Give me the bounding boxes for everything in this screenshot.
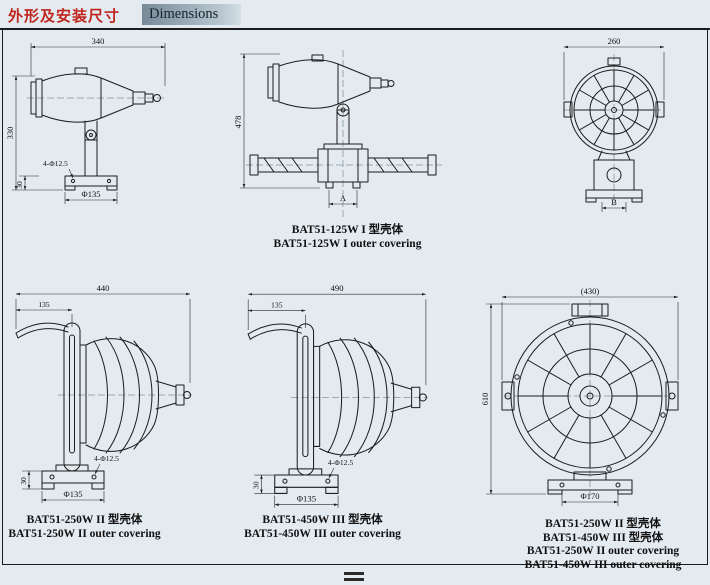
caption-fig6: BAT51-250W II 型壳体 BAT51-450W III 型壳体 BAT…	[494, 518, 710, 572]
caption-fig2: BAT51-125W I 型壳体 BAT51-125W I outer cove…	[250, 224, 445, 251]
dim-overall-width-label: 260	[608, 36, 621, 46]
caption-fig5: BAT51-450W III 型壳体 BAT51-450W III outer …	[235, 514, 410, 541]
dim-overall-height-label: 610	[480, 393, 490, 406]
snout	[155, 380, 191, 410]
dim-overall-width-label: (430)	[581, 286, 600, 296]
dimension-annotations	[247, 292, 427, 508]
caption-fig6-zh-2: BAT51-450W III 型壳体	[542, 531, 664, 544]
dim-overall-width-label: 440	[97, 283, 110, 293]
snout	[390, 382, 427, 413]
side-lugs	[563, 101, 665, 118]
conduit-pipes	[249, 154, 437, 176]
caption-fig6-en-1: BAT51-250W II outer covering	[526, 545, 680, 557]
dimension-annotations	[15, 292, 191, 503]
dimension-annotations	[240, 53, 358, 208]
floodlight-cage-drawing	[15, 322, 191, 490]
floodlight-installed-drawing	[249, 54, 437, 189]
floodlight-side-drawing	[30, 67, 161, 191]
dim-bolt-circle-label: Φ135	[297, 494, 316, 504]
dim-a-label: A	[340, 193, 347, 203]
floodlight-front-drawing	[501, 303, 679, 495]
footer-mark	[344, 572, 364, 581]
figure-type1-side-view: 340 330 30 4-Φ12.5 Φ135	[5, 36, 180, 211]
cage-bowl	[79, 336, 159, 454]
figure-type23-front-view: (430) 610 Φ170	[478, 284, 690, 522]
dim-base-height-label: 30	[19, 477, 28, 485]
figure-type1-front-view: 260 B	[552, 36, 677, 214]
base-plate	[41, 464, 105, 490]
dim-overall-height-label: 478	[233, 116, 243, 129]
figure-type1-installed-view: 478 A	[232, 30, 457, 222]
caption-fig4: BAT51-250W II 型壳体 BAT51-250W II outer co…	[2, 514, 167, 541]
eye-bolt	[607, 57, 621, 66]
base-plate	[547, 471, 633, 495]
dim-mounting-holes-label: 4-Φ12.5	[328, 458, 354, 467]
side-trunnions	[501, 381, 679, 411]
figure-type3-side-view: 490 135 30 4-Φ12.5 Φ135	[240, 283, 430, 520]
page-title-zh: 外形及安装尺寸	[8, 8, 121, 25]
base-plate	[64, 175, 118, 191]
lamp-head	[30, 67, 161, 123]
mounting-yoke	[84, 120, 98, 177]
dim-bolt-circle-label: Φ135	[64, 489, 83, 499]
floodlight-front-drawing	[563, 57, 665, 203]
caption-fig6-en-2: BAT51-450W III outer covering	[524, 558, 682, 571]
content-frame	[2, 30, 708, 565]
top-hood	[247, 323, 302, 340]
dim-overall-width-label: 340	[92, 36, 105, 46]
dim-bolt-circle-label: Φ135	[82, 189, 101, 199]
cage-bowl	[313, 337, 395, 458]
slotted-arm	[296, 323, 315, 476]
dim-mounting-holes-label: 4-Φ12.5	[43, 159, 68, 168]
slotted-arm	[63, 322, 81, 472]
dim-offset-label: 135	[271, 301, 283, 310]
caption-fig6-zh-1: BAT51-250W II 型壳体	[545, 518, 661, 530]
caption-fig4-zh: BAT51-250W II 型壳体	[26, 514, 143, 526]
wire-guard	[569, 65, 659, 155]
page-title-en: Dimensions	[149, 6, 219, 22]
dimension-annotations	[12, 43, 166, 204]
dim-base-height-label: 30	[15, 181, 24, 189]
top-handle	[571, 303, 609, 317]
caption-fig5-zh: BAT51-450W III 型壳体	[262, 514, 383, 526]
guard-rings	[510, 316, 670, 476]
dim-bolt-circle-label: Φ170	[581, 491, 600, 501]
caption-fig2-en: BAT51-125W I outer covering	[273, 237, 422, 250]
dim-overall-width-label: 490	[331, 283, 344, 293]
dim-base-height-label: 30	[251, 481, 260, 489]
caption-fig4-en: BAT51-250W II outer covering	[8, 527, 161, 540]
lamp-head	[267, 54, 395, 109]
dim-offset-label: 135	[38, 300, 50, 309]
base-plate	[274, 468, 339, 494]
header-rule	[0, 28, 710, 30]
dim-b-label: B	[611, 197, 617, 207]
figure-type2-side-view: 440 135 30 4-Φ12.5 Φ135	[8, 283, 194, 515]
floodlight-cage-drawing	[247, 323, 427, 494]
dim-overall-height-label: 330	[5, 127, 15, 140]
caption-fig2-zh: BAT51-125W I 型壳体	[291, 224, 404, 236]
dimension-annotations	[486, 295, 679, 506]
pedestal	[585, 150, 643, 203]
dim-mounting-holes-label: 4-Φ12.5	[94, 454, 119, 463]
dimension-annotations	[563, 45, 665, 212]
page-title-band: Dimensions	[142, 4, 241, 25]
caption-fig5-en: BAT51-450W III outer covering	[244, 527, 401, 540]
top-hood	[15, 322, 69, 339]
